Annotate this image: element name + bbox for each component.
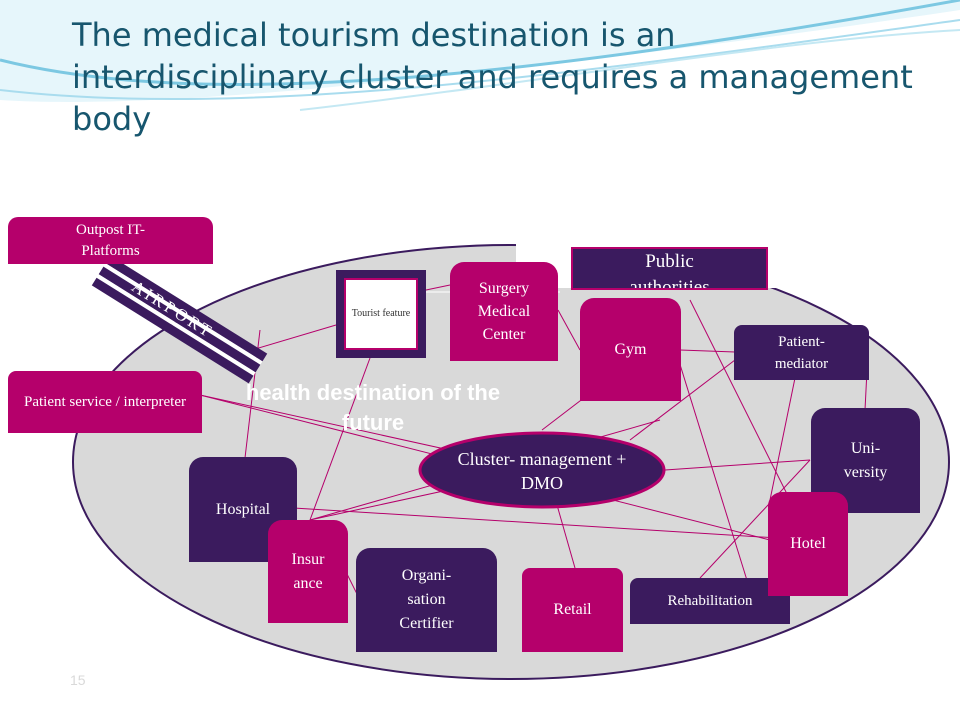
node-tourist-feature: Tourist feature [336, 270, 426, 358]
page-title: The medical tourism destination is an in… [72, 16, 913, 138]
node-rehabilitation: Rehabilitation [630, 578, 790, 624]
node-outpost-it-platforms: Outpost IT-Platforms [8, 217, 213, 264]
airport-road: AIRPORT [91, 255, 268, 384]
health-destination-label: health destination of the future [245, 380, 501, 435]
node-patient-service-interpreter: Patient service / interpreter [8, 371, 202, 433]
node-insurance: Insur ance [268, 520, 348, 623]
node-patient-mediator: Patient- mediator [734, 325, 869, 380]
node-gym: Gym [580, 298, 681, 401]
node-cluster-management-dmo: Cluster- management + DMO [457, 449, 627, 493]
node-university: Uni- versity [811, 408, 920, 513]
node-surgery-medical-center: Surgery Medical Center [450, 262, 558, 361]
page-number: 15 [70, 672, 86, 688]
node-hotel: Hotel [768, 492, 848, 596]
node-retail: Retail [522, 568, 623, 652]
node-public-authorities: Public authorities [571, 247, 768, 290]
node-organisation-certifier: Organi- sation Certifier [356, 548, 497, 652]
